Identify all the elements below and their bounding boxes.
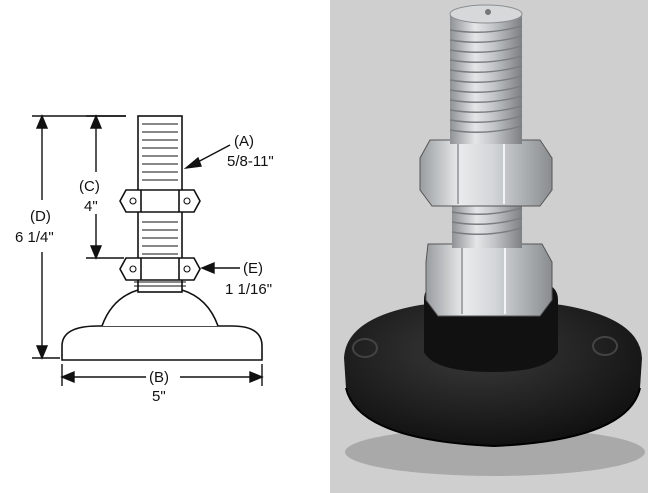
rubber-base — [344, 300, 642, 446]
drawing-lower-nut — [119, 257, 201, 281]
technical-drawing — [32, 114, 264, 386]
label-c-value: 4" — [84, 198, 98, 215]
label-a-value: 5/8-11" — [227, 153, 274, 170]
label-b-callout: (B) — [149, 369, 169, 386]
label-a-callout: (A) — [234, 133, 254, 150]
drawing-base — [61, 325, 263, 361]
drawing-threads — [142, 123, 178, 255]
label-d-value: 6 1/4" — [15, 229, 54, 246]
leader-e — [200, 261, 240, 275]
label-e-callout: (E) — [243, 260, 263, 277]
drawing-neck — [101, 289, 219, 327]
leader-a — [183, 144, 231, 170]
label-d-callout: (D) — [30, 208, 51, 225]
photo-upper-nut — [419, 139, 553, 207]
product-photo — [330, 0, 648, 493]
dimension-c — [86, 114, 126, 260]
dimension-labels: (A) 5/8-11" (C) 4" (D) 6 1/4" (E) 1 1/16… — [15, 133, 274, 405]
label-b-value: 5" — [152, 388, 166, 405]
label-c-callout: (C) — [79, 178, 100, 195]
dimension-b — [60, 364, 264, 386]
photo-threads — [449, 25, 523, 235]
photo-lower-nut — [425, 243, 553, 317]
label-e-value: 1 1/16" — [225, 281, 272, 298]
drawing-upper-nut — [119, 189, 201, 213]
